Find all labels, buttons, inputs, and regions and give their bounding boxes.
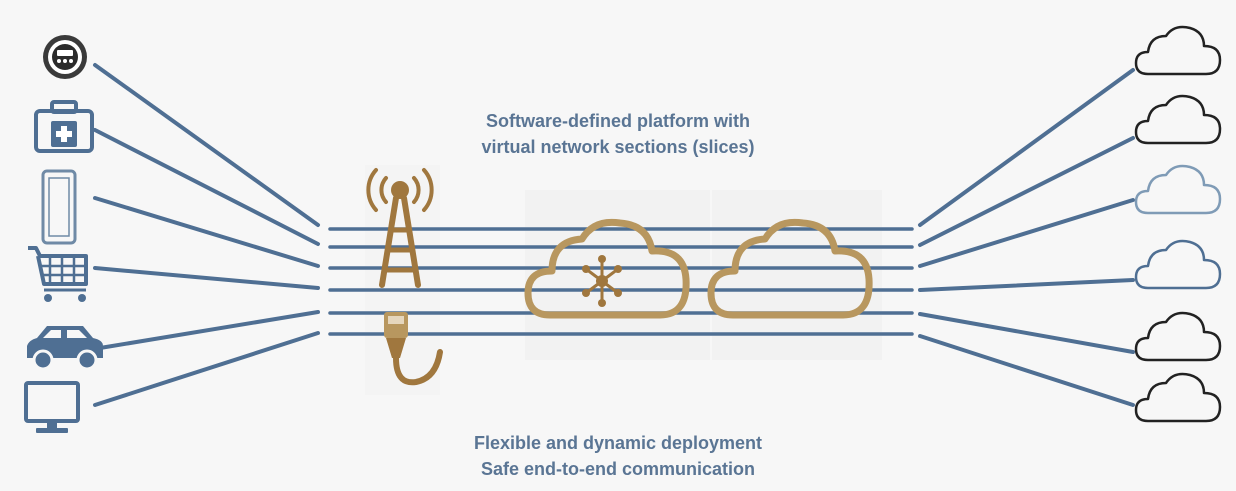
platform-caption-line-2: virtual network sections (slices) (481, 137, 755, 157)
core-cloud-icon (707, 218, 873, 319)
connection-line-cloud-2 (918, 136, 1135, 247)
smartphone-icon (41, 169, 77, 245)
connection-line-cloud-6 (918, 334, 1135, 407)
medical-kit-icon (34, 100, 94, 153)
connection-line-medical (93, 128, 320, 246)
platform-caption-line-1: Software-defined platform with (485, 111, 750, 131)
cloud-icon (1134, 311, 1222, 362)
deployment-caption-line-1: Flexible and dynamic deployment (473, 433, 763, 453)
cloud-icon (1134, 164, 1222, 215)
ethernet-cable-icon (384, 312, 443, 386)
connection-line-phone (93, 196, 320, 268)
deployment-caption-line-2: Safe end-to-end communication (480, 459, 756, 479)
cloud-icon (1134, 94, 1222, 145)
shopping-cart-icon (28, 246, 88, 302)
monitor-icon (24, 381, 80, 433)
connection-line-cloud-5 (918, 312, 1135, 354)
connection-line-monitor (93, 331, 320, 407)
network-hub-cloud-icon (524, 218, 690, 319)
deployment-caption: Flexible and dynamic deployment Safe end… (0, 430, 1236, 482)
connection-line-cloud-4 (918, 278, 1135, 292)
smart-meter-icon (43, 35, 87, 79)
right-connection-lines (918, 68, 1135, 407)
connection-line-cloud-1 (918, 68, 1135, 227)
infra-backdrop (365, 165, 882, 395)
platform-caption: Software-defined platform with virtual n… (0, 108, 1236, 160)
car-icon (27, 326, 103, 371)
cloud-icon (1134, 372, 1222, 423)
connection-line-car (98, 310, 320, 350)
connection-line-cloud-3 (918, 198, 1135, 268)
cloud-icon (1134, 25, 1222, 76)
radio-tower-icon (366, 168, 434, 288)
connection-line-cart (93, 266, 320, 290)
cloud-icon (1134, 239, 1222, 290)
connection-line-meter (93, 63, 320, 227)
left-connection-lines (93, 63, 320, 407)
